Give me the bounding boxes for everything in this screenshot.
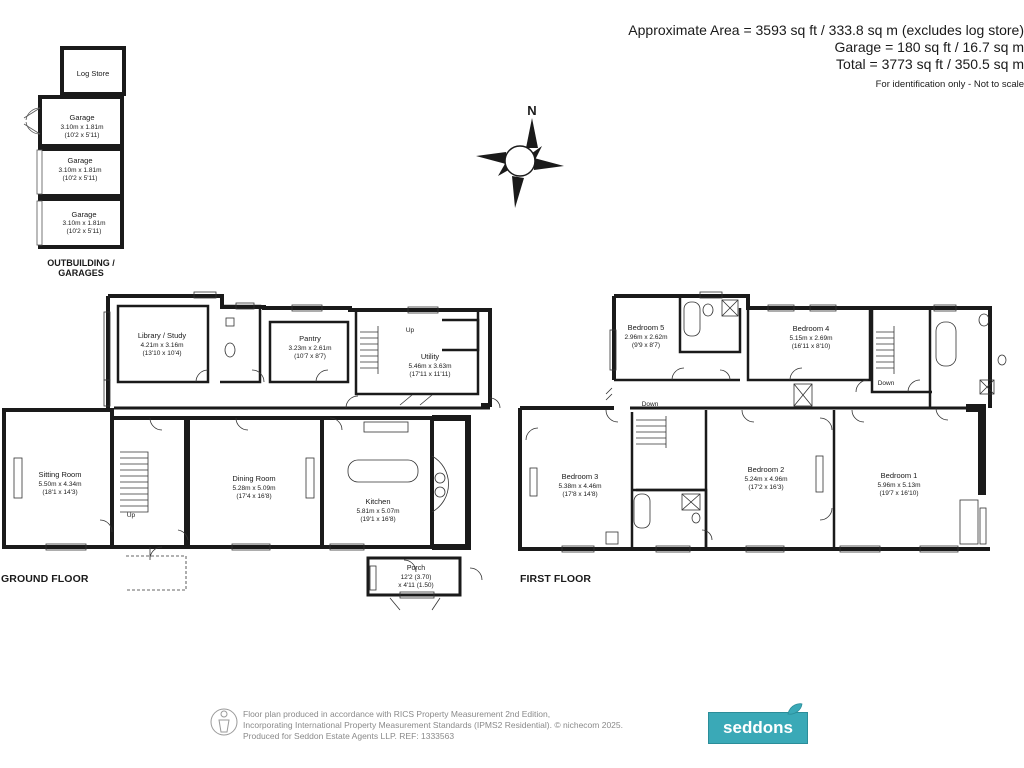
library-study-dim-ft: (13'10 x 10'4) [143, 350, 182, 357]
log-store-label: Log Store [77, 69, 110, 78]
garage-doors [23, 107, 43, 246]
bedroom-4-dim-m: 5.15m x 2.69m [790, 335, 833, 342]
bedroom-2-dim-m: 5.24m x 4.96m [745, 476, 788, 483]
garage-area-text: Garage = 180 sq ft / 16.7 sq m [834, 39, 1024, 55]
first-floor-title: FIRST FLOOR [520, 573, 592, 585]
garage-1-name: Garage [69, 113, 94, 122]
pantry-dim-ft: (10'7 x 8'7) [294, 353, 326, 360]
utility-dim-ft: (17'11 x 11'11) [409, 371, 450, 378]
bedroom-1-dim-ft: (19'7 x 16'10) [880, 490, 919, 497]
total-area-text: Total = 3773 sq ft / 350.5 sq m [836, 56, 1024, 72]
library-study-dim-m: 4.21m x 3.16m [141, 342, 184, 349]
ground-floor-labels: Library / Study 4.21m x 3.16m (13'10 x 1… [39, 327, 452, 589]
sitting-room-dim-m: 5.50m x 4.34m [39, 481, 82, 488]
garage-3-dim-m: 3.10m x 1.81m [63, 220, 106, 227]
measurement-footer: Floor plan produced in accordance with R… [243, 709, 623, 742]
garage-1-outline [38, 95, 124, 148]
bedroom-3-name: Bedroom 3 [562, 472, 599, 481]
kitchen-dim-m: 5.81m x 5.07m [357, 508, 400, 515]
outbuilding-title-line1: OUTBUILDING / [47, 258, 115, 268]
seddons-logo: seddons [708, 712, 808, 744]
stairs-down-label-back: Down [878, 380, 895, 387]
library-study-name: Library / Study [138, 331, 187, 340]
footer-line-2: Incorporating International Property Mea… [243, 720, 623, 730]
compass-north-label: N [527, 103, 536, 118]
garage-3-dim-ft: (10'2 x 5'11) [67, 228, 102, 235]
footer-line-3: Produced for Seddon Estate Agents LLP. R… [243, 731, 455, 741]
porch-name: Porch [407, 565, 425, 572]
outbuilding-title-line2: GARAGES [58, 268, 104, 278]
stairs-up-label-main: Up [127, 512, 136, 519]
sitting-room-dim-ft: (18'1 x 14'3) [42, 489, 77, 496]
porch-dim-line1: 12'2 (3.70) [401, 574, 432, 581]
utility-dim-m: 5.46m x 3.63m [409, 363, 452, 370]
pantry-name: Pantry [299, 334, 321, 343]
garage-3-name: Garage [71, 210, 96, 219]
stairs-up-label-back: Up [406, 327, 415, 334]
ground-floor-inner-walls [116, 304, 480, 396]
bedroom-5-dim-m: 2.96m x 2.62m [625, 334, 668, 341]
dining-room-dim-ft: (17'4 x 16'8) [236, 493, 271, 500]
bedroom-2-dim-ft: (17'2 x 16'3) [748, 484, 783, 491]
disclaimer-text: For identification only - Not to scale [875, 79, 1024, 90]
compass-rose: N [476, 103, 564, 208]
compass-needle-west [476, 152, 506, 164]
ground-floor-walls [2, 294, 492, 597]
pantry-dim-m: 3.23m x 2.61m [289, 345, 332, 352]
bedroom-4-dim-ft: (16'11 x 8'10) [792, 343, 831, 350]
compass-needle-east [534, 158, 564, 170]
utility-name: Utility [421, 352, 440, 361]
dining-room-dim-m: 5.28m x 5.09m [233, 485, 276, 492]
area-summary: Approximate Area = 3593 sq ft / 333.8 sq… [564, 22, 1024, 93]
compass-circle [504, 145, 536, 177]
porch-dim-line2: x 4'11 (1.50) [398, 582, 433, 589]
sitting-room-name: Sitting Room [39, 470, 82, 479]
compass-needle-north [526, 118, 538, 148]
garage-2-dim-ft: (10'2 x 5'11) [63, 175, 98, 182]
stairs-down-label-main: Down [642, 401, 659, 408]
outbuilding-section-title: OUTBUILDING / GARAGES [20, 258, 142, 278]
log-store-outline [60, 46, 126, 96]
garage-2-name: Garage [67, 156, 92, 165]
identification-person-icon [210, 708, 238, 736]
garage-1-dim-ft: (10'2 x 5'11) [65, 132, 100, 139]
bedroom-5-dim-ft: (9'9 x 8'7) [632, 342, 660, 349]
bedroom-2-name: Bedroom 2 [748, 465, 785, 474]
bedroom-1-name: Bedroom 1 [881, 471, 918, 480]
garage-2-dim-m: 3.10m x 1.81m [59, 167, 102, 174]
first-floor-walls [518, 294, 992, 551]
bedroom-4-name: Bedroom 4 [793, 324, 830, 333]
bedroom-1-dim-m: 5.96m x 5.13m [878, 482, 921, 489]
ground-floor-details [13, 291, 501, 611]
bedroom-3-dim-m: 5.38m x 4.46m [559, 483, 602, 490]
bedroom-3-dim-ft: (17'8 x 14'8) [562, 491, 597, 498]
first-floor-labels: Bedroom 5 2.96m x 2.62m (9'9 x 8'7) Bedr… [559, 323, 921, 498]
first-floor-inner-walls [614, 296, 932, 549]
ground-floor-title: GROUND FLOOR [1, 573, 89, 585]
leaf-icon [787, 703, 803, 715]
approximate-area-text: Approximate Area = 3593 sq ft / 333.8 sq… [628, 22, 1024, 38]
outbuilding-labels: Log Store Garage 3.10m x 1.81m (10'2 x 5… [59, 69, 110, 235]
compass-needle-south [512, 176, 524, 208]
kitchen-dim-ft: (19'1 x 16'8) [360, 516, 395, 523]
kitchen-name: Kitchen [365, 497, 390, 506]
footer-line-1: Floor plan produced in accordance with R… [243, 709, 551, 719]
first-floor-details [525, 291, 1007, 553]
garage-1-dim-m: 3.10m x 1.81m [61, 124, 104, 131]
bedroom-5-name: Bedroom 5 [628, 323, 665, 332]
dining-room-name: Dining Room [232, 474, 275, 483]
